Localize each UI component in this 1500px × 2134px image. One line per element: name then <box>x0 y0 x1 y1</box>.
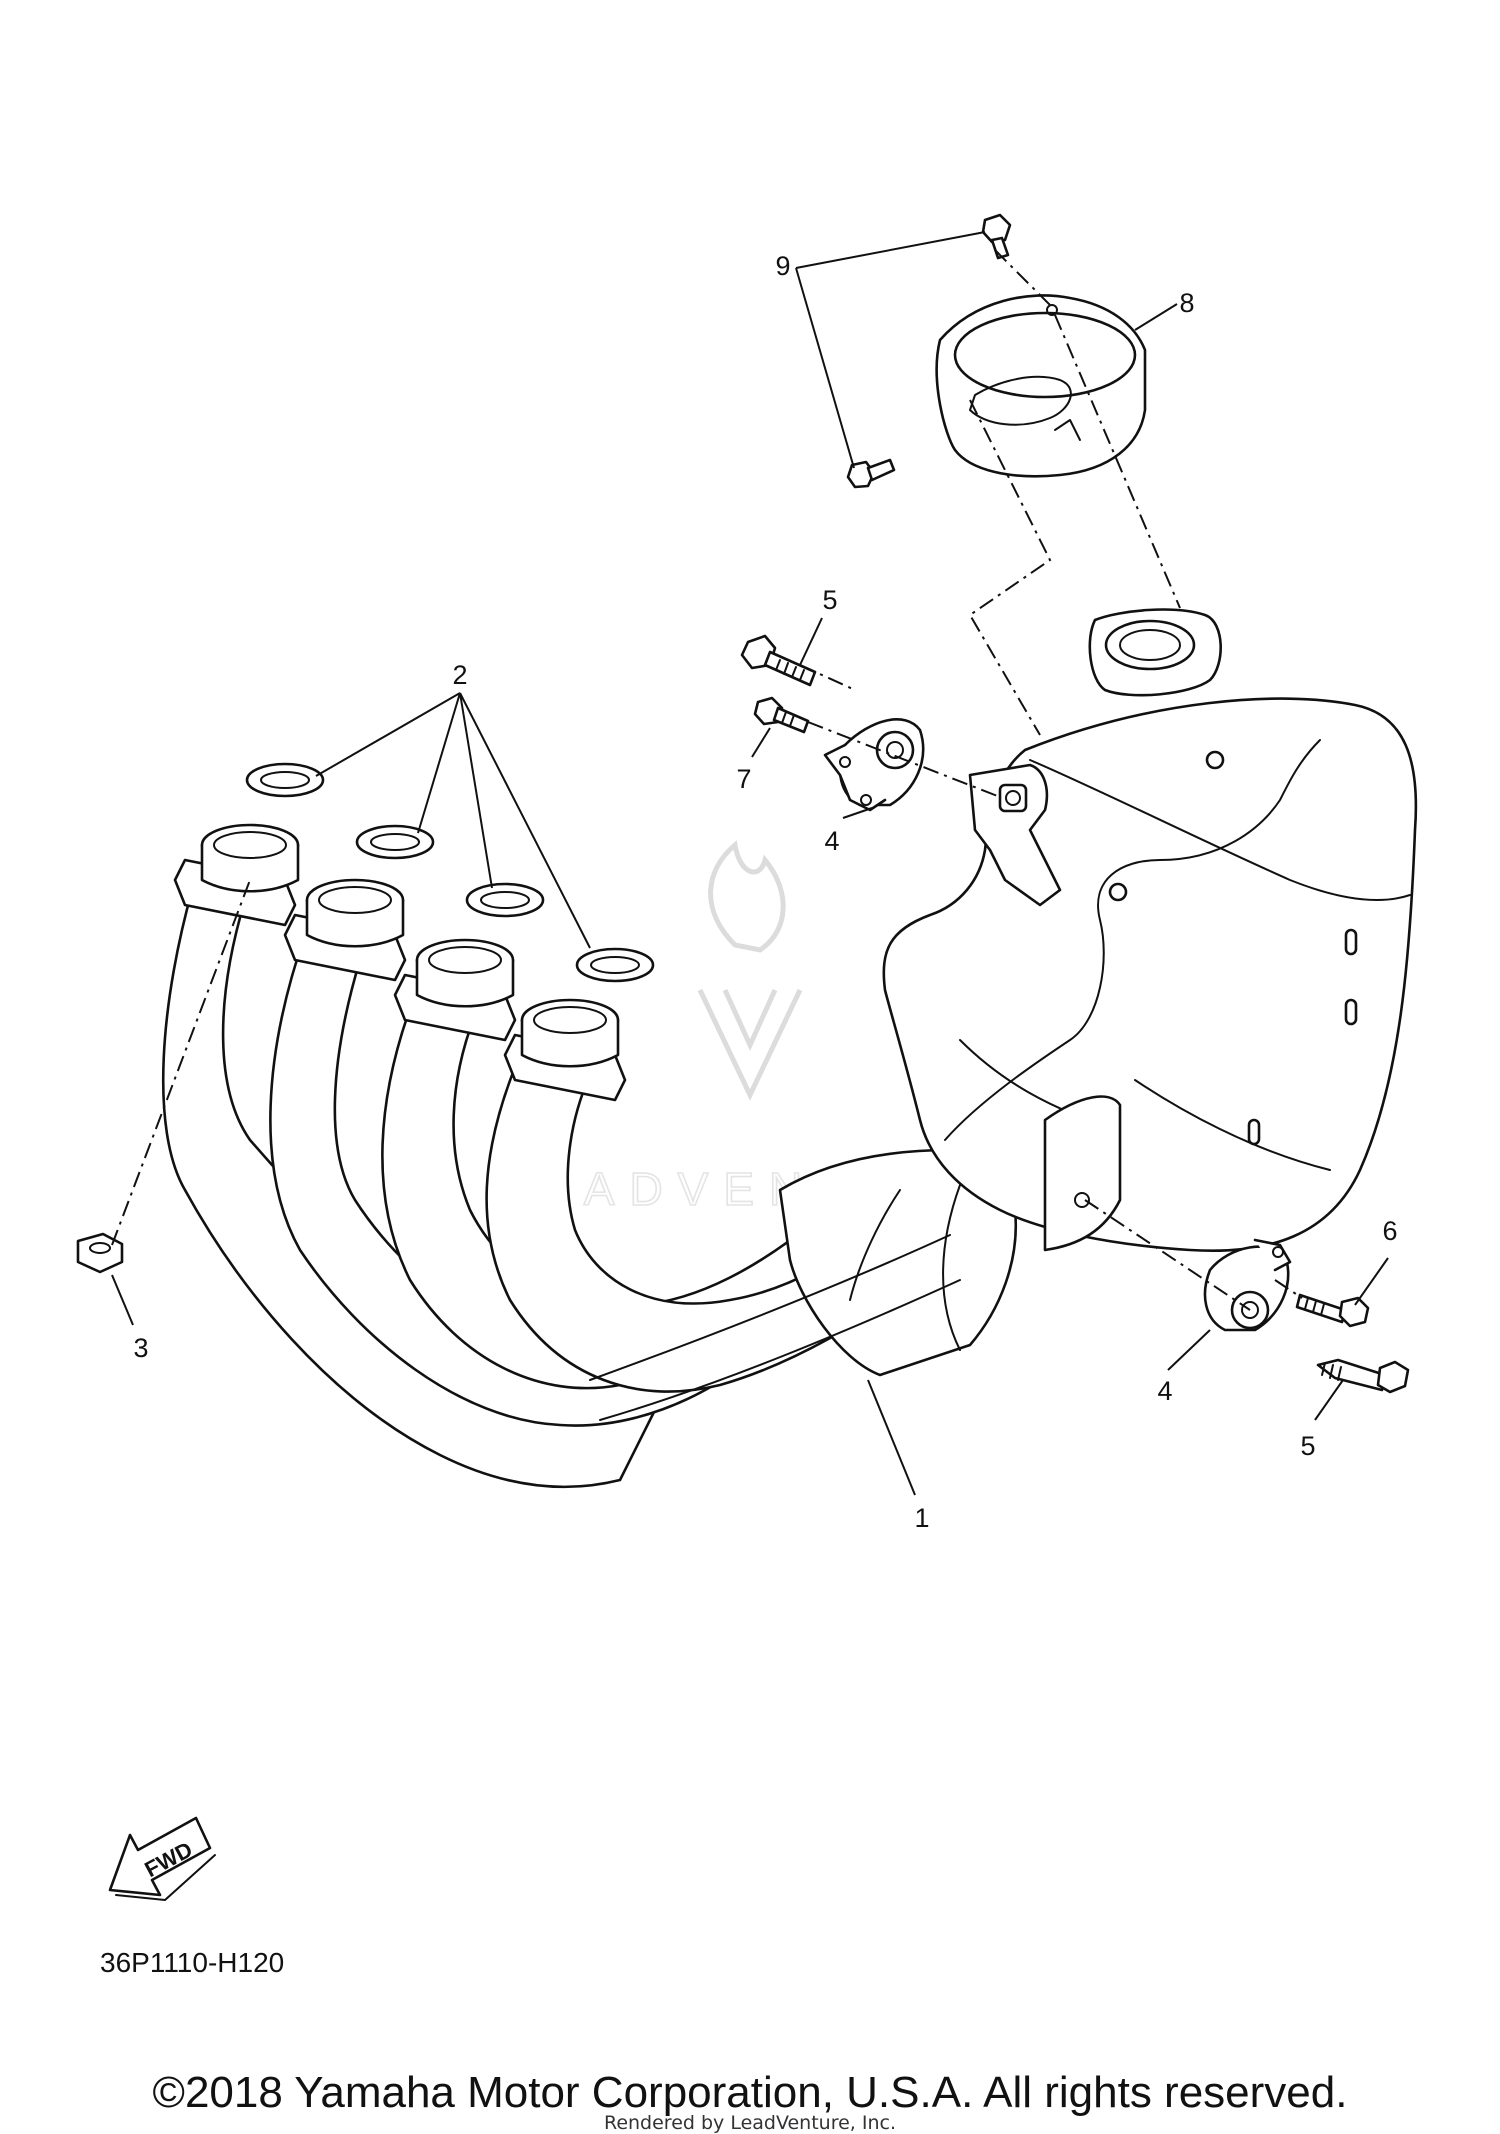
header-flange-4 <box>503 998 627 1102</box>
bolt-6 <box>1295 1293 1370 1328</box>
callout-1: 1 <box>914 1503 929 1533</box>
callout-5-lower: 5 <box>1300 1431 1315 1461</box>
diagram-code: 36P1110-H120 <box>100 1947 285 1978</box>
bolt-lower <box>1316 1358 1410 1394</box>
copyright-notice: ©2018 Yamaha Motor Corporation, U.S.A. A… <box>152 2068 1348 2117</box>
callout-7: 7 <box>736 764 751 794</box>
damper-lower <box>1203 1238 1292 1332</box>
callout-4-upper: 4 <box>824 826 839 856</box>
screw-lower <box>846 458 896 489</box>
flange-nut <box>76 1232 124 1274</box>
callout-4-lower: 4 <box>1157 1376 1172 1406</box>
callout-9: 9 <box>775 251 790 281</box>
fwd-arrow-icon: FWD <box>108 1816 216 1901</box>
muffler-end-cover <box>935 294 1147 478</box>
rendered-by-notice: Rendered by LeadVenture, Inc. <box>603 2112 897 2134</box>
muffler-assembly <box>882 608 1418 1252</box>
gaskets <box>245 762 655 983</box>
header-flange-1 <box>173 823 300 927</box>
bolt-upper <box>740 634 817 687</box>
callout-8: 8 <box>1179 288 1194 318</box>
leader-lines <box>111 231 1389 1496</box>
callout-3: 3 <box>133 1333 148 1363</box>
bolt-7 <box>753 696 810 734</box>
damper-upper <box>823 718 925 812</box>
callout-6: 6 <box>1382 1216 1397 1246</box>
callout-5-upper: 5 <box>822 585 837 615</box>
header-flange-2 <box>283 878 407 982</box>
exhaust-pipe-assembly <box>161 823 1018 1489</box>
header-flange-3 <box>393 938 517 1042</box>
callout-2: 2 <box>452 660 467 690</box>
